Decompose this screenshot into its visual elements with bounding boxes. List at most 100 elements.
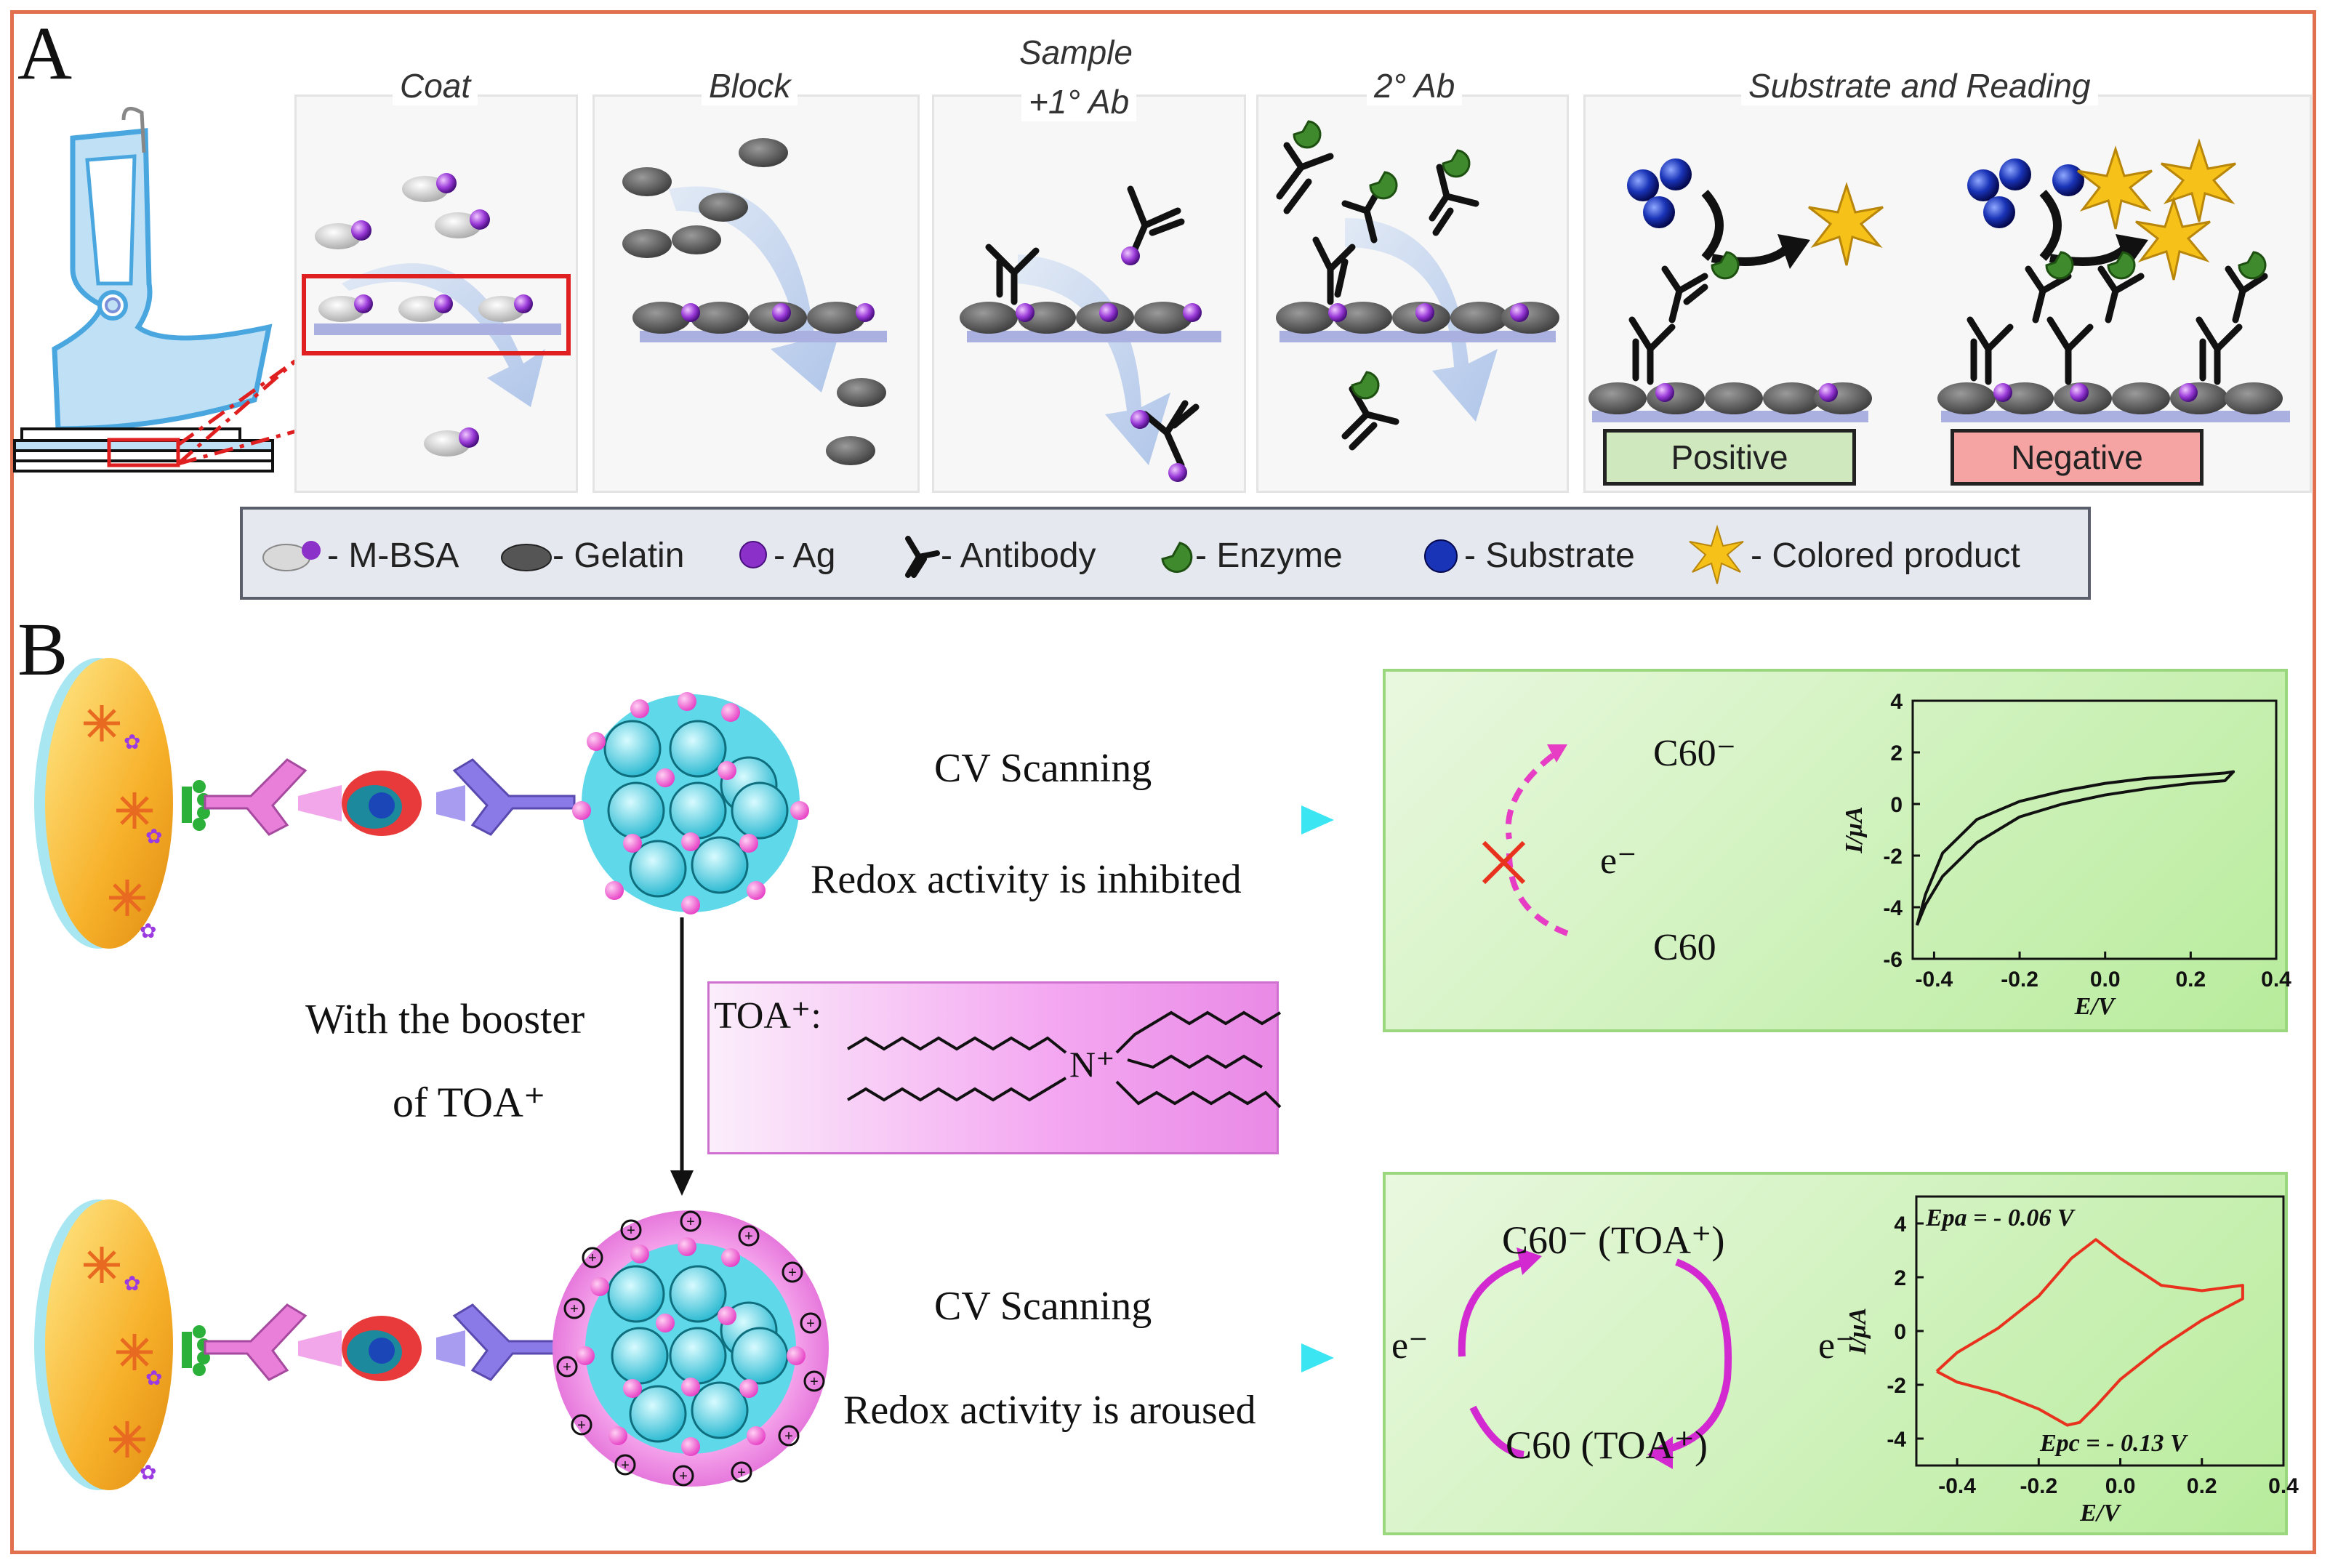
step-title-block: Block [702,67,798,105]
gelatin-icon [501,544,552,571]
step-title-coat: Coat [393,67,478,105]
legend-label-enzyme: - Enzyme [1195,536,1343,575]
y-tick-label: -4 [1887,1428,1906,1452]
positive-result-box: Positive [1603,429,1856,486]
y-tick-label: -2 [1883,845,1903,869]
y-tick-label: 4 [1890,690,1903,714]
svg-text:+: + [563,1359,571,1375]
epc-annotation: Epc = - 0.13 V [2039,1430,2188,1457]
svg-text:✿: ✿ [140,1461,156,1484]
booster-label-line2: of TOA⁺ [393,1079,546,1126]
svg-text:✿: ✿ [145,1367,162,1389]
bottom-redox-label: Redox activity is aroused [843,1388,1256,1433]
microfluidic-chip-icon [13,106,303,473]
svg-text:+: + [627,1223,635,1239]
legend-label-m-bsa: - M-BSA [327,536,459,575]
plot-frame [1915,1195,2285,1467]
x-tick-label: 0.2 [2187,1474,2217,1498]
negative-result-box: Negative [1951,429,2204,486]
booster-label-line1: With the booster [305,995,585,1042]
x-tick-label: 0.0 [2105,1474,2136,1498]
y-tick-label: 0 [1894,1320,1906,1344]
toa-structure-icon [846,1010,1282,1109]
panel-b-label: B [17,608,68,691]
m-bsa-icon [262,541,321,571]
panel-a-label: A [17,12,73,95]
x-tick-label: -0.4 [1938,1474,1976,1498]
step-coat-panel [294,95,578,493]
y-tick-label: -6 [1883,948,1903,972]
top-c60-minus-label: C60⁻ [1653,733,1737,774]
x-tick-label: 0.4 [2268,1474,2299,1498]
svg-text:+: + [806,1316,815,1332]
bottom-cv-label: CV Scanning [934,1284,1152,1329]
svg-text:+: + [686,1214,695,1230]
substrate-icon [1424,539,1458,573]
legend-label-colored-product: - Colored product [1751,536,2020,575]
y-tick-label: -2 [1887,1374,1906,1398]
figure-frame [10,10,2316,1554]
epa-annotation: Epa = - 0.06 V [1925,1205,2076,1231]
antibody-icon [905,536,940,578]
svg-text:+: + [577,1418,586,1434]
ag-icon [739,541,767,568]
x-tick-label: -0.2 [2001,968,2038,992]
top-electron-label: e⁻ [1600,840,1637,882]
x-axis-label: E/V [2079,1500,2121,1527]
svg-text:+: + [621,1458,630,1473]
y-axis-label: I/μA [1844,1308,1871,1355]
top-cv-label: CV Scanning [934,746,1152,791]
x-tick-label: -0.2 [2020,1474,2057,1498]
y-tick-label: 4 [1894,1213,1906,1237]
svg-text:✿: ✿ [140,920,156,942]
c60-minus-toa-label: C60⁻ (TOA⁺) [1502,1218,1725,1262]
x-axis-label: E/V [2074,993,2116,1020]
bottom-result-panel: C60⁻ (TOA⁺) e⁻ e⁻ C60 (TOA⁺) -0.4 -0.2 0.0… [1383,1172,2299,1535]
step-title-sample-ab: +1° Ab [1021,83,1137,121]
toa-structure-box: TOA⁺: N⁺ [707,981,1282,1154]
x-tick-label: 0.4 [2261,968,2291,992]
plot-frame [1911,699,2278,960]
c60-toa-label: C60 (TOA⁺) [1506,1423,1708,1467]
legend-label-ag: - Ag [774,536,836,575]
step-title-substrate: Substrate and Reading [1741,67,2098,105]
svg-text:+: + [784,1428,793,1444]
svg-text:✿: ✿ [124,731,140,753]
step-title-2ab: 2° Ab [1367,67,1463,105]
colored-product-icon [1689,524,1744,584]
step-title-sample: Sample [1012,33,1140,72]
step-2ab-panel [1256,95,1569,493]
y-tick-label: 0 [1890,793,1903,817]
legend-label-gelatin: - Gelatin [553,536,685,575]
legend: - M-BSA - Gelatin - Ag - Antibody - Enzy… [240,507,2091,600]
top-redox-label: Redox activity is inhibited [811,857,1242,902]
svg-text:+: + [788,1265,797,1281]
y-tick-label: 2 [1890,741,1903,765]
step-substrate-panel [1583,95,2312,493]
legend-label-substrate: - Substrate [1464,536,1635,575]
bottom-redox-scheme [1458,1247,1732,1469]
bottom-electron-right-label: e⁻ [1818,1325,1855,1367]
top-c60-label: C60 [1653,927,1716,968]
y-tick-label: -4 [1883,896,1903,920]
x-tick-label: 0.2 [2175,968,2206,992]
svg-text:+: + [570,1301,579,1317]
top-redox-scheme [1482,744,1569,936]
svg-text:+: + [810,1374,819,1390]
legend-label-antibody: - Antibody [941,536,1096,575]
svg-text:+: + [588,1250,597,1266]
x-tick-label: 0.0 [2090,968,2121,992]
svg-text:✿: ✿ [124,1272,140,1295]
toa-nitrogen-label: N⁺ [1069,1044,1115,1085]
svg-text:+: + [737,1465,746,1481]
svg-text:+: + [744,1229,753,1245]
toa-label: TOA⁺: [714,995,821,1037]
svg-text:✿: ✿ [145,825,162,848]
bottom-electron-left-label: e⁻ [1391,1325,1429,1367]
cv-curve [1915,770,2235,926]
cv-curve [1935,1238,2244,1427]
